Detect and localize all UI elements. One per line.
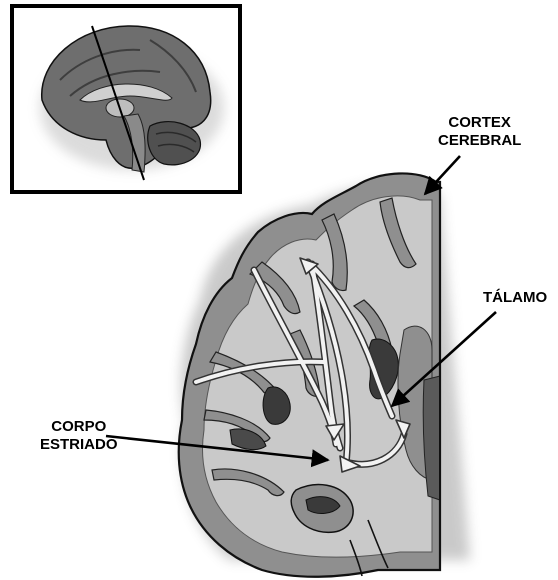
label-corpo-estriado: CORPO ESTRIADO [40,418,118,454]
label-corpo-line1: CORPO [40,418,118,436]
label-corpo-line2: ESTRIADO [40,436,118,454]
inset-panel [12,6,240,192]
pointer-cortex [425,156,460,194]
label-cortex-line1: CORTEX [438,114,521,132]
label-cortex-line2: CEREBRAL [438,132,521,150]
label-cortex-cerebral: CORTEX CEREBRAL [438,114,521,150]
label-talamo: TÁLAMO [483,289,547,307]
